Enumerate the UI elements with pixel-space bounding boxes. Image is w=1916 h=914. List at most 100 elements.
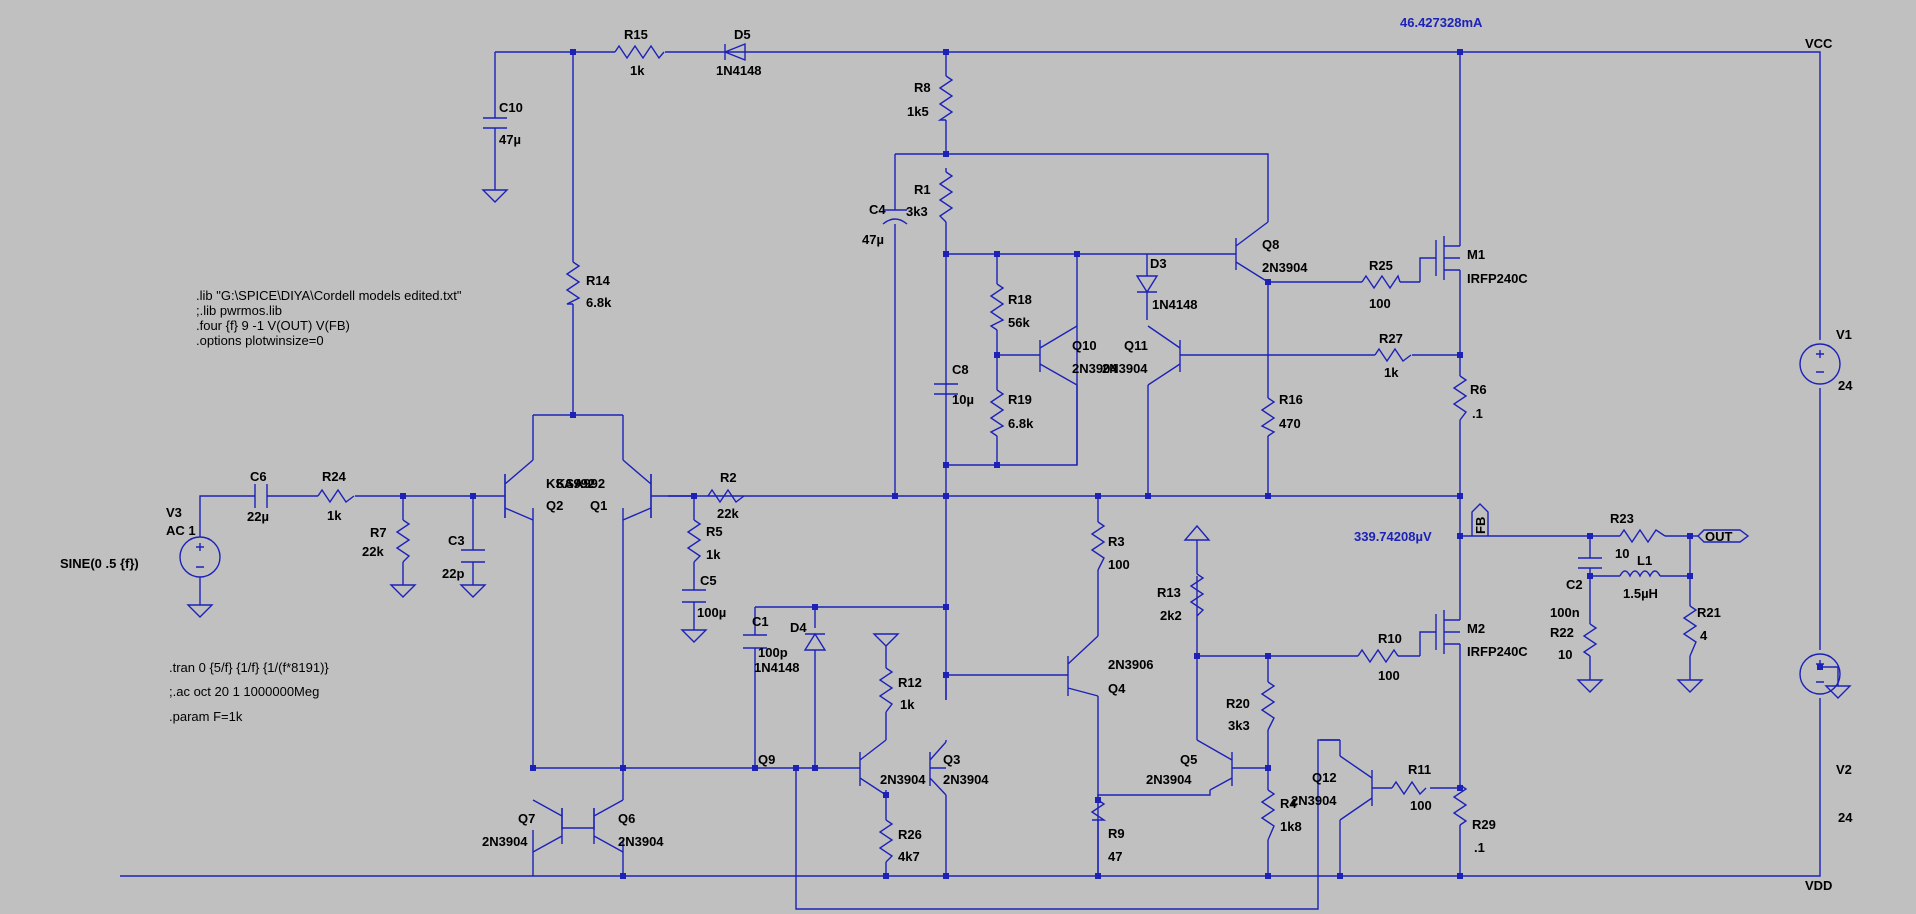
label-q9-val: 2N3904 [880,772,926,787]
resistor-r1 [938,171,954,223]
label-v1-val: 24 [1838,378,1853,393]
label-q1-ref: Q1 [590,498,607,513]
supply-arrow-r13 [1183,524,1211,541]
junction-dot [883,873,889,879]
junction-dot [1457,49,1463,55]
junction-dot [1095,797,1101,803]
resistor-r16 [1260,397,1276,437]
diode-d5 [723,42,746,62]
resistor-r11 [1391,780,1427,796]
spice-directives: .lib "G:\SPICE\DIYA\Cordell models edite… [169,288,462,724]
label-q9-ref: Q9 [758,752,775,767]
junction-dot [812,604,818,610]
label-r20-ref: R20 [1226,696,1250,711]
label-q7-ref: Q7 [518,811,535,826]
label-r20-val: 3k3 [1228,718,1250,733]
junction-dot [1265,279,1271,285]
directive-ac: ;.ac oct 20 1 1000000Meg [169,684,319,699]
label-r29-ref: R29 [1472,817,1496,832]
label-r25-ref: R25 [1369,258,1393,273]
label-r4-val: 1k8 [1280,819,1302,834]
label-r6-val: .1 [1472,406,1483,421]
label-q12-ref: Q12 [1312,770,1337,785]
resistor-r27 [1374,347,1412,363]
label-r8-val: 1k5 [907,104,929,119]
label-c1-val: 100p [758,645,788,660]
label-q6-ref: Q6 [618,811,635,826]
junction-dot [1095,493,1101,499]
transistor-q6 [593,799,624,853]
label-c4-val: 47µ [862,232,884,247]
label-q3-val: 2N3904 [943,772,989,787]
inductor-l1 [1619,570,1661,578]
label-q1-val: KSA992 [556,476,605,491]
junction-dot [943,462,949,468]
junction-dot [943,251,949,257]
resistor-r3 [1090,521,1106,571]
net-flag-fb [1471,503,1489,536]
label-l1-val: 1.5µH [1623,586,1658,601]
capacitor-c3 [461,549,485,563]
ground-c10 [481,189,509,203]
junction-dot [1457,352,1463,358]
label-r23-ref: R23 [1610,511,1634,526]
label-d3-ref: D3 [1150,256,1167,271]
resistor-r22 [1582,623,1598,657]
ground-c5 [680,629,708,643]
label-r16-val: 470 [1279,416,1301,431]
label-r10-val: 100 [1378,668,1400,683]
resistor-r10 [1357,648,1399,664]
label-r6-ref: R6 [1470,382,1487,397]
label-r12-ref: R12 [898,675,922,690]
net-label-out: OUT [1705,529,1733,544]
transistor-q11 [1147,325,1181,386]
junction-dot [943,49,949,55]
resistor-r6 [1452,375,1468,421]
transistor-q8 [1235,221,1269,283]
label-r22-val: 10 [1558,647,1572,662]
label-q4-ref: Q4 [1108,681,1126,696]
label-r9-ref: R9 [1108,826,1125,841]
label-q5-val: 2N3904 [1146,772,1192,787]
directive-lib1: .lib "G:\SPICE\DIYA\Cordell models edite… [196,288,462,303]
ground-r7 [389,584,417,598]
junction-dot [1265,653,1271,659]
resistor-r18 [989,283,1005,331]
label-c3-val: 22p [442,566,464,581]
label-r15-ref: R15 [624,27,648,42]
capacitor-c8 [934,383,958,395]
label-v2-val: 24 [1838,810,1853,825]
junction-dot [943,604,949,610]
label-q6-val: 2N3904 [618,834,664,849]
junction-dot [1687,573,1693,579]
label-d5-val: 1N4148 [716,63,762,78]
junction-dot [691,493,697,499]
label-r14-ref: R14 [586,273,611,288]
resistor-r4 [1260,789,1276,841]
junction-dot [1265,873,1271,879]
junction-dot [793,765,799,771]
capacitor-c10 [483,117,507,129]
label-q4-val: 2N3906 [1108,657,1154,672]
mosfet-m2 [1435,610,1461,658]
junction-dot [812,765,818,771]
junction-dot [1145,493,1151,499]
junction-dot [1265,765,1271,771]
ground-r22 [1576,679,1604,693]
label-c10-ref: C10 [499,100,523,115]
label-c5-val: 100µ [697,605,726,620]
label-r19-ref: R19 [1008,392,1032,407]
junction-dot [994,352,1000,358]
label-c8-val: 10µ [952,392,974,407]
directive-tran: .tran 0 {5/f} {1/f} {1/(f*8191)} [169,660,329,675]
resistor-r25 [1361,274,1401,290]
junction-dot [883,792,889,798]
resistor-r7 [395,519,411,563]
label-d4-val: 1N4148 [754,660,800,675]
label-r26-ref: R26 [898,827,922,842]
label-q5-ref: Q5 [1180,752,1197,767]
resistor-r9 [1090,799,1107,821]
junction-dot [570,49,576,55]
label-r8-ref: R8 [914,80,931,95]
capacitor-c4 [882,209,908,225]
